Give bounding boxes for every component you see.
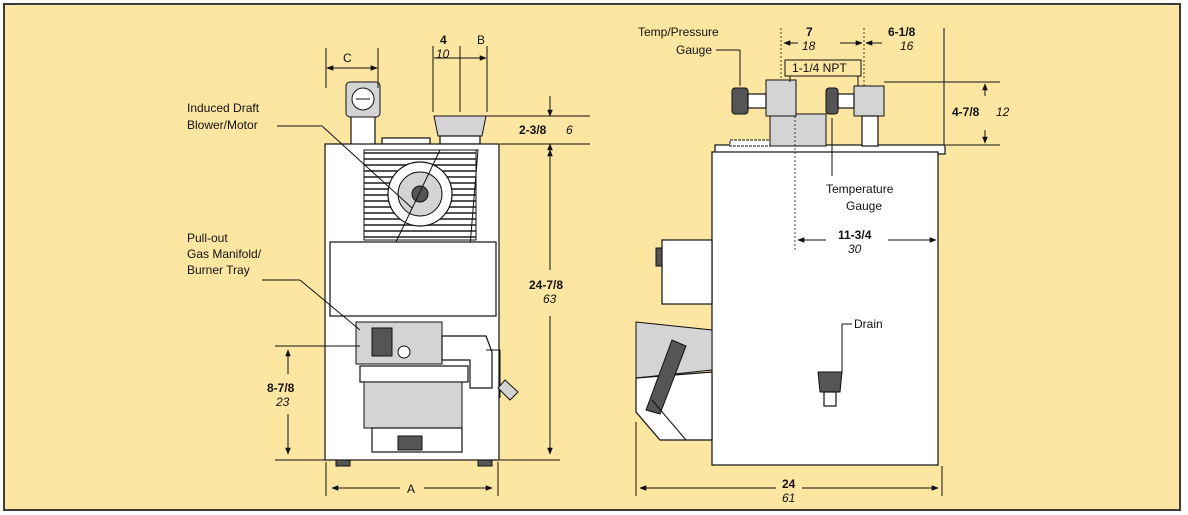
- blower-label-line1: Induced Draft: [187, 101, 260, 115]
- dim-478-metric: 12: [996, 105, 1010, 119]
- dim-4-label: 4: [440, 33, 447, 47]
- tp-label-line2: Gauge: [676, 43, 712, 57]
- side-cabinet: [711, 151, 939, 466]
- temp-label-line1: Temperature: [826, 182, 894, 196]
- dim-24-metric: 61: [782, 491, 795, 505]
- temp-label-line2: Gauge: [846, 199, 882, 213]
- dim-618-metric: 16: [900, 39, 914, 53]
- front-vent-pipe: [350, 114, 376, 146]
- dim-2478-metric: 63: [543, 292, 557, 306]
- blower-label-line2: Blower/Motor: [187, 118, 258, 132]
- dim-1134-metric: 30: [848, 242, 862, 256]
- tp-gauge: [731, 87, 749, 115]
- drain-valve: [817, 371, 843, 393]
- tp-label-line1: Temp/Pressure: [638, 25, 719, 39]
- dim-478-label: 4-7/8: [952, 105, 980, 119]
- front-side-valve: [497, 379, 519, 401]
- manifold-label-line3: Burner Tray: [187, 263, 250, 277]
- manifold-label-line1: Pull-out: [187, 231, 228, 245]
- dim-238-metric: 6: [566, 123, 573, 137]
- dim-7-label: 7: [806, 25, 813, 39]
- temp-gauge: [825, 87, 839, 115]
- dim-24-label: 24: [782, 477, 796, 491]
- front-flue-collar: [433, 115, 487, 137]
- side-control-box: [661, 239, 713, 305]
- manifold-label-line2: Gas Manifold/: [187, 247, 262, 261]
- gas-valve: [355, 321, 443, 365]
- temp-fitting: [853, 85, 885, 117]
- dim-b-label: B: [477, 33, 485, 47]
- npt-label: 1-1/4 NPT: [792, 61, 847, 75]
- dim-618-label: 6-1/8: [888, 25, 916, 39]
- dim-1134-label: 11-3/4: [838, 228, 872, 242]
- front-upper-panel: [329, 241, 497, 317]
- dim-7-metric: 18: [802, 39, 816, 53]
- dim-238-label: 2-3/8: [519, 123, 547, 137]
- dim-878-label: 8-7/8: [267, 381, 295, 395]
- dim-2478-label: 24-7/8: [529, 278, 563, 292]
- burner-tray: [363, 381, 463, 429]
- tp-fitting: [765, 79, 797, 117]
- front-view: C 4 10 B 2-3/8 6 24-7/8 63 8-7/8 23: [187, 33, 590, 496]
- side-flue: [769, 113, 827, 147]
- drain-label: Drain: [854, 317, 883, 331]
- dim-c-label: C: [343, 51, 352, 65]
- dim-4-metric: 10: [436, 47, 450, 61]
- side-view: Temp/Pressure Gauge 7 18 6-1/8 16 1-1/4 …: [635, 25, 1010, 505]
- dim-a-label: A: [407, 482, 415, 496]
- dim-878-metric: 23: [275, 395, 290, 409]
